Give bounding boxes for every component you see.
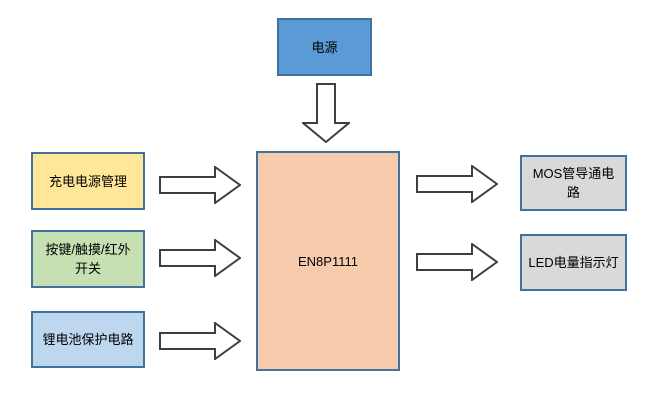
center-chip-box: EN8P1111: [256, 151, 400, 371]
arrow-right-icon: [159, 322, 241, 360]
input-box-key-touch-ir-switch: 按键/触摸/红外开关: [31, 230, 145, 288]
arrow-right-icon: [159, 166, 241, 204]
input-box-li-battery-protection: 锂电池保护电路: [31, 311, 145, 368]
output-box-led-charge-indicator: LED电量指示灯: [520, 234, 627, 291]
power-source-box: 电源: [277, 18, 372, 76]
output-label: MOS管导通电路: [532, 166, 615, 200]
power-source-label: 电源: [311, 39, 338, 55]
output-box-mos-conduction-circuit: MOS管导通电路: [520, 155, 627, 211]
center-chip-label: EN8P1111: [298, 253, 358, 269]
arrow-right-icon: [416, 165, 498, 203]
arrow-right-icon: [416, 243, 498, 281]
input-label: 按键/触摸/红外开关: [45, 242, 131, 276]
input-box-charge-power-management: 充电电源管理: [31, 152, 145, 210]
input-label: 充电电源管理: [48, 173, 127, 189]
output-label: LED电量指示灯: [528, 255, 619, 270]
input-label: 锂电池保护电路: [42, 332, 134, 347]
arrow-right-icon: [159, 239, 241, 277]
arrow-down-icon: [302, 83, 350, 143]
